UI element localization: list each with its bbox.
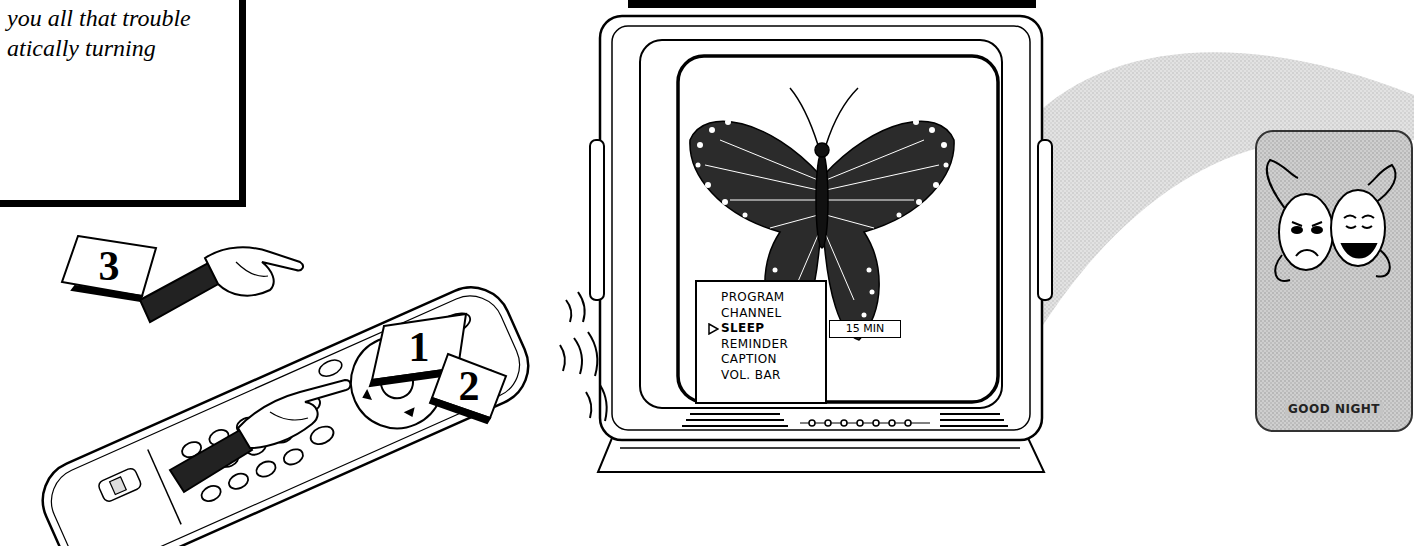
label-text: you all that trouble atically turning [7,3,229,63]
callout-number: 2 [432,354,506,418]
callout-number: 1 [372,314,466,380]
frame-fragment [628,0,1036,8]
remote-control [30,275,541,546]
menu-item: PROGRAM [721,290,817,306]
label-text: 15 MIN [846,322,884,335]
callout-tags [62,236,506,423]
screen-fill [1256,131,1412,431]
callout-number: 2 [459,364,480,408]
signal-waves [560,292,607,421]
menu-item: SLEEP [721,321,817,337]
menu-item: CHANNEL [721,306,817,322]
note-box: you all that trouble atically turning [0,0,246,207]
callout-number: 3 [62,236,156,296]
hands [140,247,350,492]
menu-item: REMINDER [721,337,817,353]
television [590,16,1052,472]
theater-masks [1267,160,1396,281]
callout-number: 1 [409,325,430,369]
timer-box: 15 MIN [829,320,901,338]
menu-item: VOL. BAR [721,368,817,384]
callout-number: 3 [99,244,120,288]
label-text: GOOD NIGHT [1285,402,1383,416]
good-night-screen: GOOD NIGHT [1255,130,1413,432]
menu-item: CAPTION [721,352,817,368]
menu-box: PROGRAMCHANNELSLEEPREMINDERCAPTIONVOL. B… [695,280,827,404]
selection-marker [707,323,719,335]
